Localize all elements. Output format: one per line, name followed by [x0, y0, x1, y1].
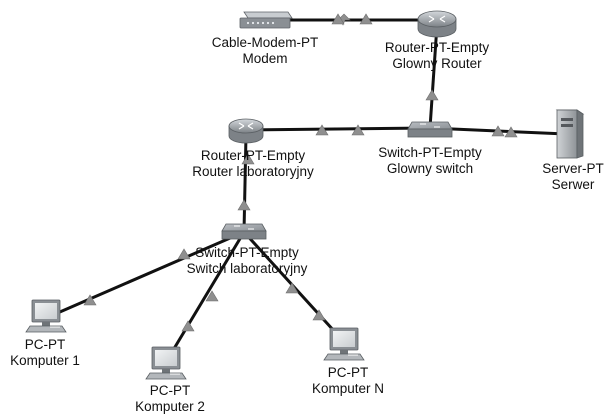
device-type-label: Server-PT	[542, 161, 604, 176]
router-icon	[228, 118, 264, 144]
device-main-router[interactable]: Router-PT-Empty Glowny Router	[385, 10, 490, 71]
device-name-label: Modem	[242, 51, 287, 66]
device-lab-switch[interactable]: Switch-PT-Empty Switch laboratoryjny	[187, 223, 308, 276]
link-status-indicator	[312, 309, 326, 321]
device-type-label: PC-PT	[150, 383, 191, 398]
link-main-router-main-switch[interactable]	[428, 23, 439, 130]
device-name-label: Komputer 1	[10, 353, 80, 368]
device-type-label: Switch-PT-Empty	[378, 145, 482, 160]
link-status-indicator	[83, 294, 97, 306]
links-layer	[44, 18, 568, 364]
pc-icon	[323, 327, 365, 361]
link-status-indicators	[83, 13, 518, 332]
device-pc1[interactable]: PC-PT Komputer 1	[10, 299, 80, 368]
device-type-label: PC-PT	[25, 337, 66, 352]
link-status-indicator	[285, 282, 299, 294]
link-lab-switch-pc2[interactable]	[164, 230, 246, 364]
link-lab-router-lab-switch[interactable]	[242, 133, 248, 234]
pc-icon	[25, 299, 67, 333]
link-status-indicator	[237, 199, 251, 211]
link-status-indicator	[425, 89, 439, 101]
device-type-label: PC-PT	[328, 365, 369, 380]
link-status-indicator	[241, 153, 255, 165]
link-status-indicator	[315, 124, 329, 136]
device-name-label: Router laboratoryjny	[192, 164, 314, 179]
device-name-label: Glowny Router	[392, 56, 482, 71]
link-status-indicator	[504, 126, 518, 138]
device-name-label: Switch laboratoryjny	[187, 261, 308, 276]
link-status-indicator	[359, 13, 373, 25]
device-lab-router[interactable]: Router-PT-Empty Router laboratoryjny	[192, 118, 314, 179]
device-pcn[interactable]: PC-PT Komputer N	[312, 327, 384, 396]
switch-icon	[221, 223, 267, 240]
device-main-switch[interactable]: Switch-PT-Empty Glowny switch	[378, 121, 482, 176]
device-pc2[interactable]: PC-PT Komputer 2	[135, 346, 205, 414]
device-type-label: Cable-Modem-PT	[212, 35, 319, 50]
link-lab-switch-pc1[interactable]	[44, 230, 246, 320]
link-status-indicator	[177, 248, 191, 260]
device-name-label: Serwer	[552, 177, 595, 192]
device-type-label: Router-PT-Empty	[201, 148, 306, 163]
device-name-label: Komputer 2	[135, 399, 205, 414]
device-type-label: Router-PT-Empty	[385, 40, 490, 55]
link-status-indicator	[331, 13, 345, 25]
device-server[interactable]: Server-PT Serwer	[542, 109, 604, 192]
pc-icon	[145, 346, 187, 380]
link-status-indicator	[351, 124, 365, 136]
link-status-indicator	[491, 125, 505, 137]
router-icon	[417, 10, 457, 38]
device-type-label: Switch-PT-Empty	[195, 245, 299, 260]
link-status-indicator	[205, 290, 219, 302]
cable-modem-icon	[239, 11, 293, 29]
device-name-label: Glowny switch	[387, 161, 473, 176]
link-status-indicator	[181, 320, 195, 332]
server-icon	[555, 109, 585, 159]
link-lab-router-main-switch[interactable]	[244, 126, 432, 132]
switch-icon	[407, 121, 453, 138]
device-name-label: Komputer N	[312, 381, 384, 396]
device-modem[interactable]: Cable-Modem-PT Modem	[212, 11, 319, 66]
